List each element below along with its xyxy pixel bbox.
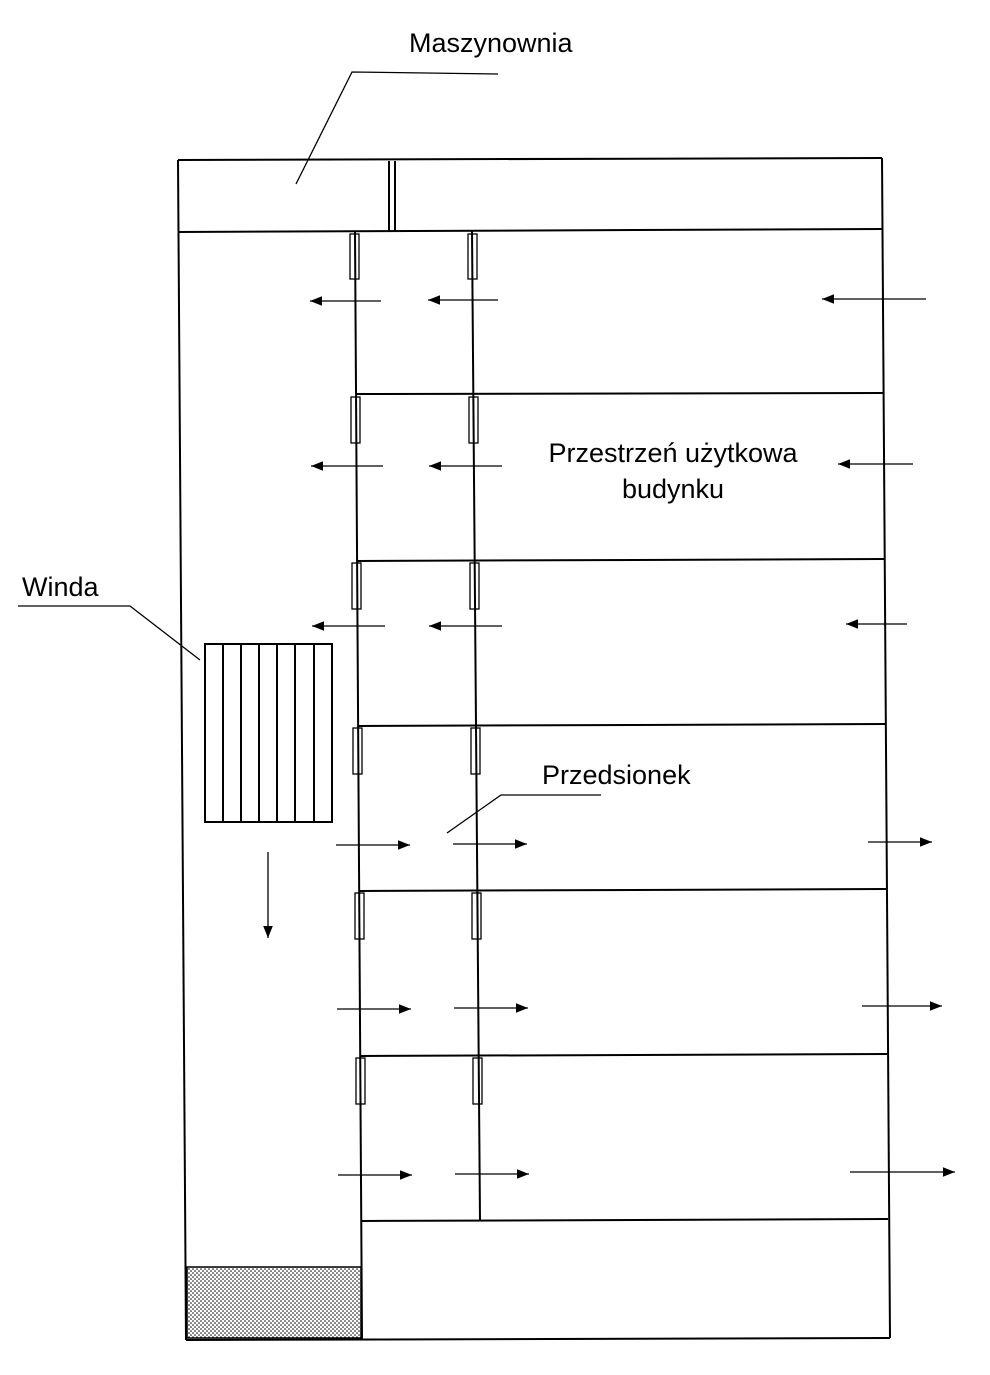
elevator-car [204,643,333,823]
airflow-arrows-left [310,294,926,631]
usable-space-label-line2: budynku [622,474,724,504]
usable-space-label-line1: Przestrzeń użytkowa [548,438,798,468]
leader-lines [18,71,601,834]
machine-room [177,161,883,233]
building-outline [177,157,891,1341]
airflow-arrows-right [336,837,955,1180]
machine-room-label: Maszynownia [409,28,574,58]
elevator-label: Winda [22,572,100,602]
shaft-wall [354,230,481,1340]
right-doors [467,233,483,1105]
floor-slabs [355,392,889,1222]
left-doors [349,233,366,1105]
vestibule-label: Przedsionek [542,760,691,790]
dotted-base [186,1266,362,1339]
